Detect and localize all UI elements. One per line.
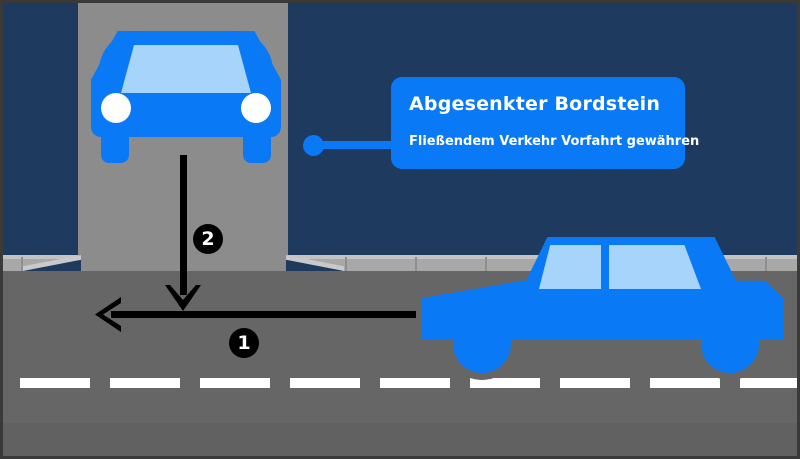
car-side-body — [421, 280, 783, 339]
road-lower-shade — [3, 423, 797, 456]
car-side-window-rear — [609, 245, 701, 289]
arrow-1-shaft — [111, 311, 416, 318]
callout-subtitle: Fließendem Verkehr Vorfahrt gewähren — [409, 134, 700, 149]
car-front-wheel-right — [243, 135, 271, 163]
lane-dash — [200, 378, 270, 388]
headlight-right-icon — [241, 93, 271, 123]
marker-badge-2: 2 — [193, 224, 223, 254]
lane-dash — [650, 378, 720, 388]
lane-dash — [110, 378, 180, 388]
marker-badge-1: 1 — [229, 328, 259, 358]
callout-box: Abgesenkter Bordstein Fließendem Verkehr… — [391, 77, 700, 169]
car-side-view — [421, 229, 789, 373]
lane-dash — [560, 378, 630, 388]
car-front-view — [91, 31, 281, 171]
callout-leader-line — [321, 141, 397, 149]
lane-dash — [470, 378, 540, 388]
arrow-1-head-icon — [95, 297, 121, 332]
lane-dash — [380, 378, 450, 388]
callout-leader-dot-icon — [303, 135, 324, 156]
arrow-2-shaft — [180, 155, 187, 295]
arrow-2-head-icon — [165, 285, 201, 311]
lane-dash — [20, 378, 90, 388]
lane-dash — [740, 378, 797, 388]
curb-joint — [765, 257, 767, 271]
curb-joint — [415, 257, 417, 271]
callout-title: Abgesenkter Bordstein — [409, 93, 661, 115]
car-front-windshield — [121, 45, 251, 93]
car-side-window-front — [539, 245, 601, 289]
marker-badge-2-label: 2 — [201, 227, 215, 250]
curb-joint — [485, 257, 487, 271]
car-front-wheel-left — [101, 135, 129, 163]
curb-joint — [345, 257, 347, 271]
lane-markings — [3, 378, 797, 388]
lane-dash — [290, 378, 360, 388]
curb-joint — [21, 257, 23, 271]
marker-badge-1-label: 1 — [237, 331, 251, 354]
headlight-left-icon — [101, 93, 131, 123]
curb-top-edge — [3, 255, 797, 259]
